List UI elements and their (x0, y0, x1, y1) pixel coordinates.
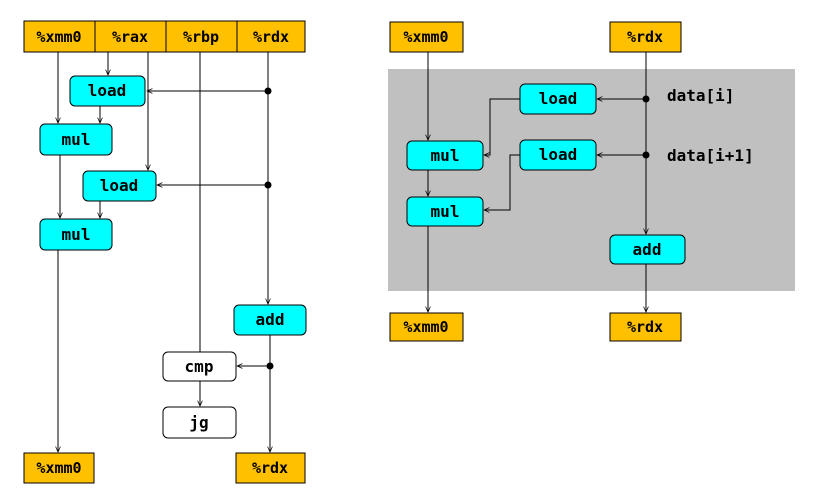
left-junction-dots (264, 87, 274, 370)
left-top-registers: %xmm0 %rax %rbp %rdx (23, 20, 306, 53)
left-op-load-1: load (69, 75, 146, 107)
right-op-mul-2: mul (406, 196, 484, 227)
left-edges (58, 52, 270, 452)
register-label: %rax (112, 28, 148, 46)
right-op-mul-1: mul (406, 140, 484, 171)
left-op-mul-1: mul (39, 123, 113, 156)
op-label: load (539, 89, 578, 108)
right-op-load-2: load (519, 139, 597, 171)
op-label: load (539, 145, 578, 164)
op-label: jg (189, 413, 208, 432)
register-label: %rdx (627, 318, 663, 336)
register-label: %xmm0 (403, 318, 448, 336)
register-label: %rdx (627, 28, 663, 46)
op-label: mul (431, 146, 460, 165)
left-op-mul-2: mul (39, 218, 113, 251)
right-bottom-registers: %xmm0 %rdx (389, 312, 682, 342)
left-op-load-2: load (82, 170, 157, 202)
register-label: %rbp (183, 28, 219, 46)
right-edges (428, 52, 646, 312)
op-label: mul (431, 202, 460, 221)
register-label: %xmm0 (36, 28, 81, 46)
op-label: add (256, 310, 285, 329)
annotation-data-i: data[i] (667, 86, 734, 105)
right-op-add: add (609, 234, 686, 265)
op-label: mul (62, 130, 91, 149)
register-label: %rdx (253, 28, 289, 46)
register-label: %xmm0 (36, 459, 81, 477)
left-bottom-registers: %xmm0 %rdx (23, 452, 306, 484)
register-label: %xmm0 (403, 28, 448, 46)
op-label: mul (62, 225, 91, 244)
right-junction-dots (642, 95, 650, 159)
op-label: load (100, 176, 139, 195)
op-label: load (88, 81, 127, 100)
op-label: add (633, 240, 662, 259)
left-op-cmp: cmp (162, 351, 237, 382)
left-op-jg: jg (162, 406, 237, 439)
register-label: %rdx (252, 459, 288, 477)
annotation-data-i-plus-1: data[i+1] (667, 146, 754, 165)
left-op-add: add (233, 304, 307, 336)
right-op-load-1: load (519, 83, 597, 115)
right-top-registers: %xmm0 %rdx (389, 21, 682, 53)
op-label: cmp (185, 357, 214, 376)
